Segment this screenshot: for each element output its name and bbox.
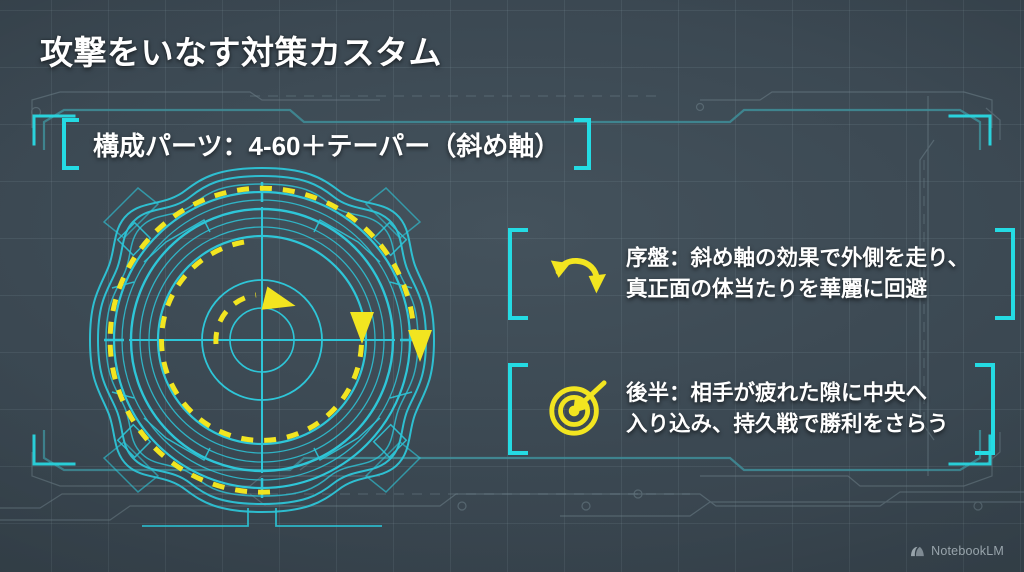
card-line-1: 後半：相手が疲れた隙に中央へ [626,380,928,405]
card-body: 後半：相手が疲れた隙に中央へ 入り込み、持久戦で勝利をさらう [528,378,963,440]
bracket-right-icon [995,228,1016,320]
card-line-2: 入り込み、持久戦で勝利をさらう [626,412,949,436]
card-line-1: 序盤：斜め軸の効果で外側を走り、 [626,245,970,270]
bracket-right-icon [974,363,995,455]
card-text: 後半：相手が疲れた隙に中央へ 入り込み、持久戦で勝利をさらう [626,378,949,440]
watermark: NotebookLM [910,544,1004,558]
watermark-text: NotebookLM [931,544,1004,558]
notebooklm-logo-icon [911,546,924,556]
bracket-left-icon [508,228,528,320]
subtitle-chip: 構成パーツ：4-60＋テーパー（斜め軸） [62,118,592,170]
card-phase-early[interactable]: 序盤：斜め軸の効果で外側を走り、 真正面の体当たりを華麗に回避 [508,228,1016,320]
target-bullseye-icon [549,380,607,436]
bracket-right-icon [574,118,592,170]
card-phase-late[interactable]: 後半：相手が疲れた隙に中央へ 入り込み、持久戦で勝利をさらう [508,363,995,455]
bracket-left-icon [508,363,528,455]
curved-double-arrow-icon [550,258,607,294]
bracket-left-icon [62,118,79,170]
page-title: 攻撃をいなす対策カスタム [40,34,442,71]
subtitle-text: 構成パーツ：4-60＋テーパー（斜め軸） [93,130,561,161]
card-line-2: 真正面の体当たりを華麗に回避 [626,277,928,301]
card-text: 序盤：斜め軸の効果で外側を走り、 真正面の体当たりを華麗に回避 [626,243,969,305]
card-body: 序盤：斜め軸の効果で外側を走り、 真正面の体当たりを華麗に回避 [528,243,983,305]
